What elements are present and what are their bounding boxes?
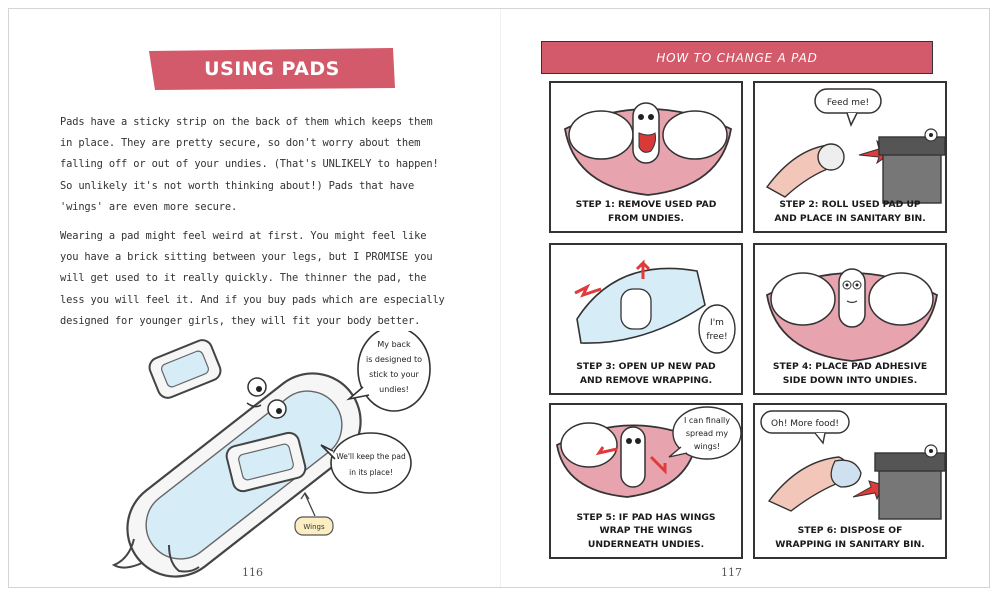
panel-3-bubble-line-2: free! [706,332,727,342]
panel-1-caption-line-2: FROM UNDIES. [607,212,685,224]
panel-5-art: I can finally spread my wings! [555,406,741,498]
step-panel-5: I can finally spread my wings! STEP 5: I… [549,403,743,559]
book-spread: USING PADS Pads have a sticky strip on t… [8,8,990,588]
panel-3-caption-line-2: AND REMOVE WRAPPING. [579,374,713,386]
panel-3-bubble-line-1: I'm [710,318,724,328]
panel-4-caption-line-1: STEP 4: PLACE PAD ADHESIVE [772,361,928,372]
panel-1-caption-line-1: STEP 1: REMOVE USED PAD [575,199,717,210]
pad-legs [111,538,200,573]
step-panel-4: STEP 4: PLACE PAD ADHESIVE SIDE DOWN INT… [753,243,947,395]
page-gutter [500,9,501,587]
panel-2-caption-line-2: AND PLACE IN SANITARY BIN. [774,212,926,224]
panel-1-art [563,102,733,196]
pad-wing-top [148,339,222,399]
pad-character-illustration: My back is designed to stick to your und… [111,331,431,578]
panel-1-caption: STEP 1: REMOVE USED PAD FROM UNDIES. [553,198,739,225]
bubble-1-line-4: undies! [379,385,409,394]
speech-bubble-back: My back is designed to stick to your und… [346,331,431,412]
panel-6-art: Oh! More food! [760,410,945,520]
paragraph-1: Pads have a sticky strip on the back of … [60,116,439,213]
panel-4-caption-line-2: SIDE DOWN INTO UNDIES. [782,374,918,386]
step-panel-2: Feed me! STEP 2: ROLL USED PAD UP AND PL… [753,81,947,233]
panel-4-caption: STEP 4: PLACE PAD ADHESIVE SIDE DOWN INT… [757,360,943,387]
panel-6-caption-line-1: STEP 6: DISPOSE OF [797,525,903,536]
paragraph-2: Wearing a pad might feel weird at first.… [60,230,445,327]
panel-5-bubble-line-2: spread my [686,429,729,438]
step-panel-1: STEP 1: REMOVE USED PAD FROM UNDIES. [549,81,743,233]
panel-3-art: I'm free! [574,259,736,354]
panel-5-caption-line-2: WRAP THE WINGS [599,525,693,536]
page-title: USING PADS [204,58,340,80]
bubble-1-line-3: stick to your [369,370,419,379]
step-panel-3: I'm free! STEP 3: OPEN UP NEW PAD AND RE… [549,243,743,395]
speech-bubble-keep: We'll keep the pad in its place! [320,432,412,494]
panel-2-bubble: Feed me! [827,98,869,108]
wings-tag: Wings [294,491,334,536]
bubble-2-line-2: in its place! [349,468,393,477]
right-page: 117 [501,9,989,587]
how-to-header: HOW TO CHANGE A PAD [541,41,933,74]
panel-5-caption: STEP 5: IF PAD HAS WINGS WRAP THE WINGS … [553,511,739,552]
panel-3-caption-line-1: STEP 3: OPEN UP NEW PAD [576,361,716,372]
panel-5-caption-line-1: STEP 5: IF PAD HAS WINGS [576,511,716,523]
left-page: USING PADS Pads have a sticky strip on t… [9,9,501,587]
panel-5-bubble-line-3: wings! [694,442,720,451]
bubble-1-line-2: is designed to [366,355,422,364]
panel-2-caption: STEP 2: ROLL USED PAD UP AND PLACE IN SA… [757,198,943,225]
page-number-left: 116 [242,566,263,579]
panel-2-caption-line-1: STEP 2: ROLL USED PAD UP [779,199,921,210]
pad-wing-bottom [225,431,307,493]
panel-3-caption: STEP 3: OPEN UP NEW PAD AND REMOVE WRAPP… [553,360,739,387]
panel-2-art: Feed me! [765,88,945,204]
step-panel-6: Oh! More food! STEP 6: DISPOSE OF WRAPPI… [753,403,947,559]
panel-6-caption-line-2: WRAPPING IN SANITARY BIN. [775,538,925,550]
wings-tag-label: Wings [303,523,325,531]
panel-5-bubble-line-1: I can finally [684,416,730,425]
panel-6-caption: STEP 6: DISPOSE OF WRAPPING IN SANITARY … [757,524,943,551]
title-banner: USING PADS [149,48,395,90]
page-number-right: 117 [721,566,742,579]
panel-5-caption-line-3: UNDERNEATH UNDIES. [587,538,705,550]
bubble-1-line-1: My back [377,340,411,349]
panel-4-art [766,268,938,362]
bubble-2-line-1: We'll keep the pad [336,452,406,461]
title-banner-shape [149,48,395,90]
panel-6-bubble: Oh! More food! [771,419,839,429]
pad-face [246,377,287,419]
